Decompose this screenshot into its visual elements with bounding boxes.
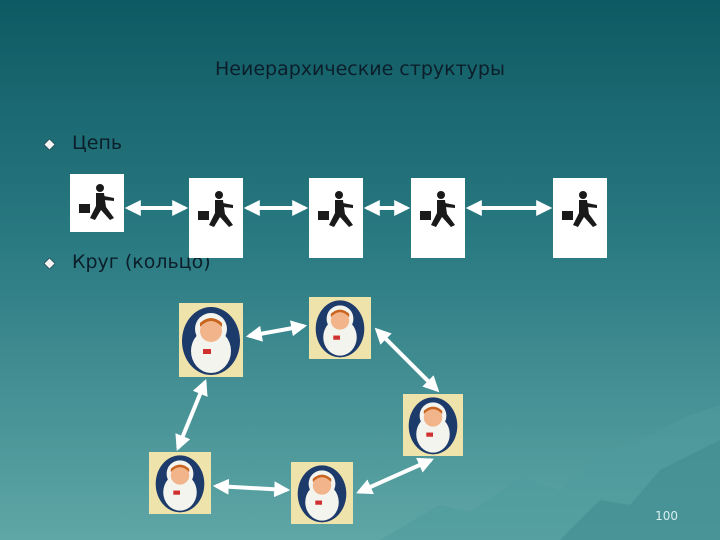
page-number: 100 <box>655 509 678 523</box>
slide-title: Неиерархические структуры <box>215 58 505 80</box>
chain-node <box>411 178 465 258</box>
ring-node <box>179 303 243 377</box>
ring-node <box>403 394 463 456</box>
ring-arrow <box>356 457 434 495</box>
ring-arrow <box>175 379 208 451</box>
ring-arrow <box>245 320 308 342</box>
ring-arrow <box>374 327 440 393</box>
chain-node <box>70 174 124 232</box>
running-businessman-icon <box>198 191 233 227</box>
ring-arrow <box>212 478 291 498</box>
ring-node <box>309 297 371 359</box>
diamond-bullet-icon <box>44 139 55 150</box>
ring-node <box>149 452 211 514</box>
running-businessman-icon <box>420 191 455 227</box>
astronaut-icon <box>408 397 458 455</box>
astronaut-icon <box>182 307 240 375</box>
astronaut-icon <box>297 465 347 523</box>
astronaut-icon <box>155 455 205 513</box>
chain-node <box>553 178 607 258</box>
chain-node <box>189 178 243 258</box>
ring-node <box>291 462 353 524</box>
chain-node <box>309 178 363 258</box>
running-businessman-icon <box>562 191 597 227</box>
diamond-bullet-icon <box>44 258 55 269</box>
running-businessman-icon <box>79 184 114 220</box>
bullet-label-ring: Круг (кольцо) <box>72 251 211 273</box>
astronaut-icon <box>315 300 365 358</box>
running-businessman-icon <box>318 191 353 227</box>
bullet-label-chain: Цепь <box>72 132 123 154</box>
